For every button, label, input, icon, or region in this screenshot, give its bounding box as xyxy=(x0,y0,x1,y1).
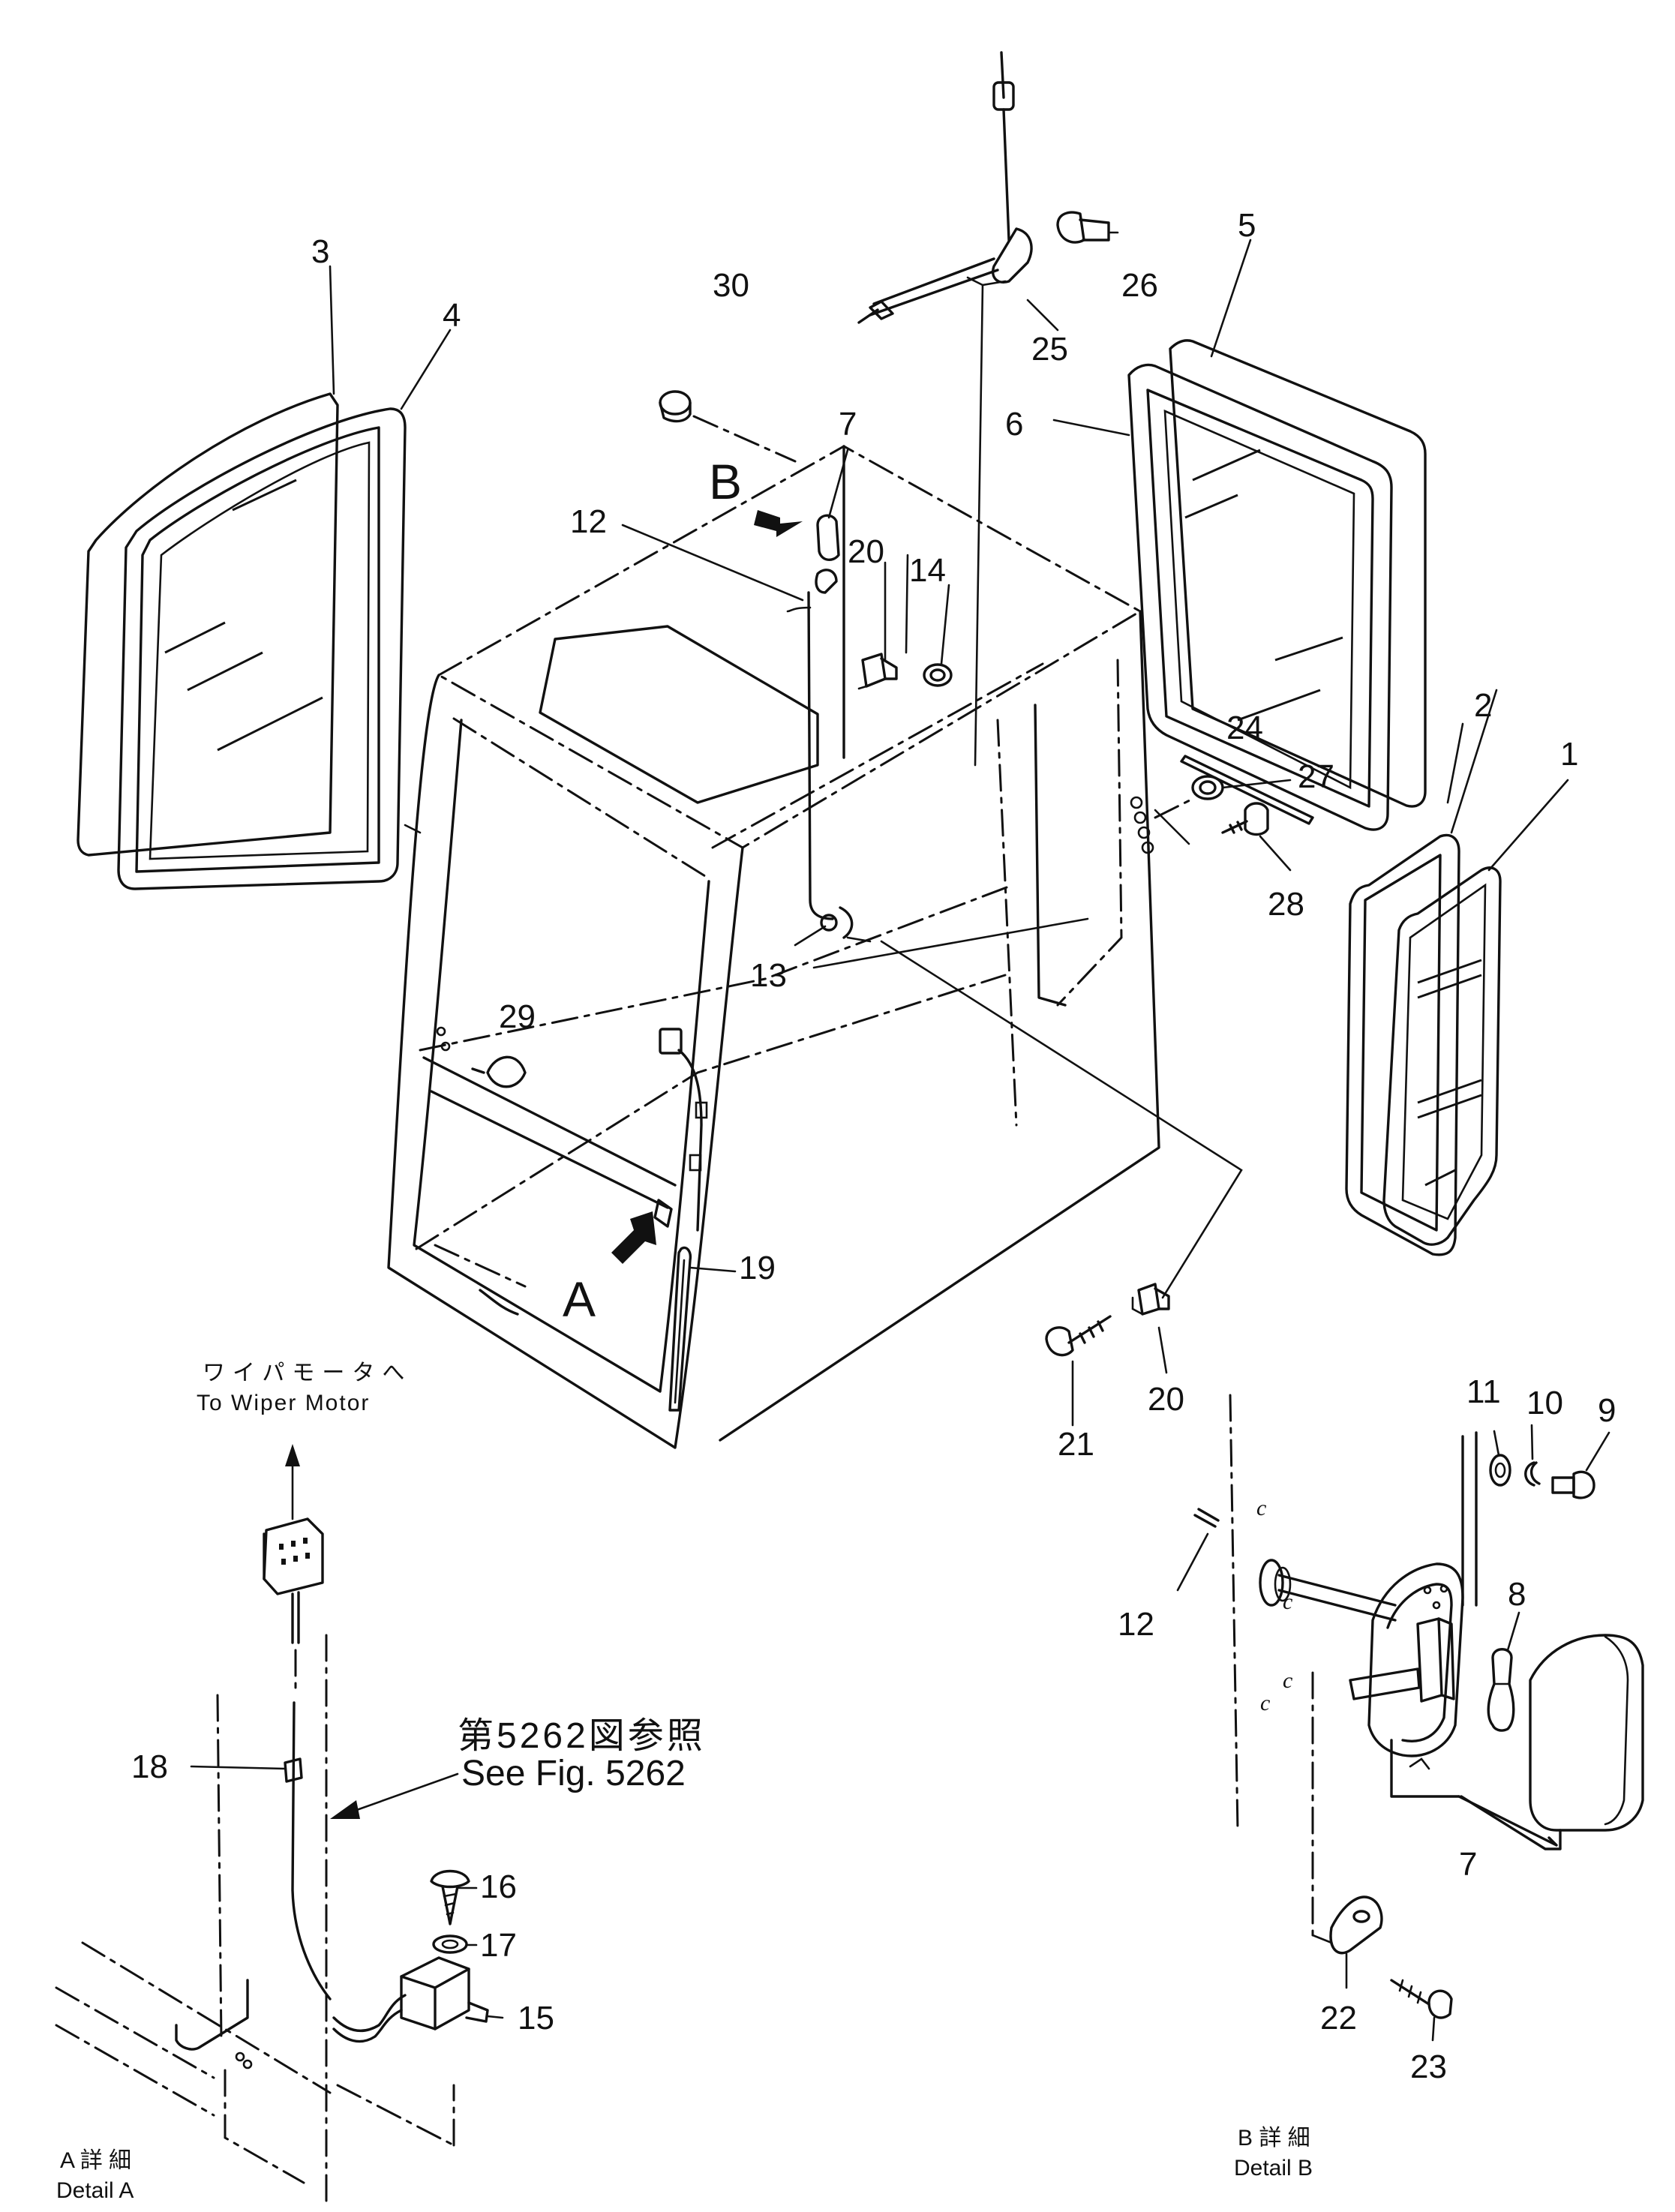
connector-mark: c xyxy=(1283,1589,1292,1614)
callout-numbers: 1 2 3 4 5 6 7 7 8 9 10 11 12 12 13 14 15… xyxy=(131,207,1616,2085)
callout-25: 25 xyxy=(1031,331,1068,368)
callout-21: 21 xyxy=(1058,1426,1094,1463)
grommet-30 xyxy=(659,390,797,463)
screw-28 xyxy=(1221,802,1269,836)
callout-29: 29 xyxy=(499,998,536,1035)
detail-a xyxy=(55,1444,504,2207)
see-fig-jp: 第5262図参照 xyxy=(458,1716,706,1756)
seal-strip-24 xyxy=(1180,755,1314,825)
connector-mark: c xyxy=(1283,1668,1292,1693)
callout-20b: 20 xyxy=(1148,1381,1184,1418)
screw-21 xyxy=(1045,1315,1112,1357)
callout-20a: 20 xyxy=(848,533,884,570)
bracket-20-lower xyxy=(1131,1283,1170,1316)
callout-28: 28 xyxy=(1268,886,1304,923)
detail-b xyxy=(1176,1394,1644,2042)
leader-lines xyxy=(329,231,1569,1427)
callout-12a: 12 xyxy=(570,503,607,540)
window-glass-1 xyxy=(1382,866,1502,1246)
callout-26: 26 xyxy=(1121,267,1158,304)
callout-3: 3 xyxy=(311,233,329,270)
clip-holes xyxy=(1130,796,1194,854)
window-seal-4 xyxy=(117,407,407,890)
arrow-a xyxy=(611,1211,656,1264)
text-labels: B A ワイパモータへ To Wiper Motor 第5262図参照 See … xyxy=(56,454,1313,2203)
callout-8: 8 xyxy=(1508,1576,1526,1613)
see-fig-en: See Fig. 5262 xyxy=(461,1754,686,1793)
window-glass-3 xyxy=(77,392,339,857)
callout-1: 1 xyxy=(1560,736,1578,773)
window-seal-6 xyxy=(1127,363,1393,831)
callout-11: 11 xyxy=(1466,1373,1501,1410)
wiper-label-en: To Wiper Motor xyxy=(197,1391,370,1415)
callout-13: 13 xyxy=(750,957,787,994)
clip-29 xyxy=(436,1026,527,1088)
wiper-rod-19 xyxy=(668,1246,692,1412)
detail-a-jp: A 詳 細 xyxy=(60,2148,131,2173)
cab-frame xyxy=(387,445,1160,1449)
arrow-b xyxy=(754,510,803,537)
callout-27: 27 xyxy=(1298,758,1334,795)
callout-22: 22 xyxy=(1320,2000,1357,2036)
callout-18: 18 xyxy=(131,1748,168,1785)
connector-mark: c xyxy=(1256,1496,1266,1520)
arrow-label-a: A xyxy=(563,1271,596,1327)
bolt-26 xyxy=(1056,211,1110,244)
detail-a-en: Detail A xyxy=(56,2178,134,2203)
callout-17: 17 xyxy=(480,1927,517,1964)
callout-5: 5 xyxy=(1238,207,1256,244)
callout-10: 10 xyxy=(1526,1385,1563,1421)
callout-23: 23 xyxy=(1410,2048,1447,2085)
wiper-label-jp: ワイパモータへ xyxy=(203,1361,412,1385)
front-harness xyxy=(653,1028,708,1232)
connector-marks: c c c c xyxy=(1256,1496,1292,1715)
callout-14: 14 xyxy=(909,552,946,589)
callout-19: 19 xyxy=(739,1250,776,1286)
callout-7a: 7 xyxy=(839,406,857,443)
callout-2: 2 xyxy=(1474,687,1492,724)
callout-4: 4 xyxy=(443,297,461,334)
connector-mark: c xyxy=(1260,1691,1270,1715)
callout-24: 24 xyxy=(1226,710,1263,746)
callout-12b: 12 xyxy=(1118,1606,1154,1643)
window-seal-2 xyxy=(1345,833,1460,1256)
grommet-27 xyxy=(1191,775,1224,800)
window-glass-5 xyxy=(1169,339,1427,808)
callout-15: 15 xyxy=(518,2000,554,2036)
lamp-7 xyxy=(815,514,840,594)
callout-7b: 7 xyxy=(1459,1846,1477,1883)
grommet-14 xyxy=(923,663,953,687)
arrow-label-b: B xyxy=(709,454,742,509)
bracket-20-top xyxy=(857,653,898,690)
callout-9: 9 xyxy=(1598,1392,1616,1429)
antenna-rod-25 xyxy=(857,51,1033,767)
harness-12 xyxy=(807,591,854,939)
callout-6: 6 xyxy=(1005,406,1023,443)
detail-b-en: Detail B xyxy=(1234,2156,1313,2180)
detail-b-jp: B 詳 細 xyxy=(1238,2126,1310,2150)
callout-16: 16 xyxy=(480,1868,517,1905)
callout-30: 30 xyxy=(713,267,749,304)
